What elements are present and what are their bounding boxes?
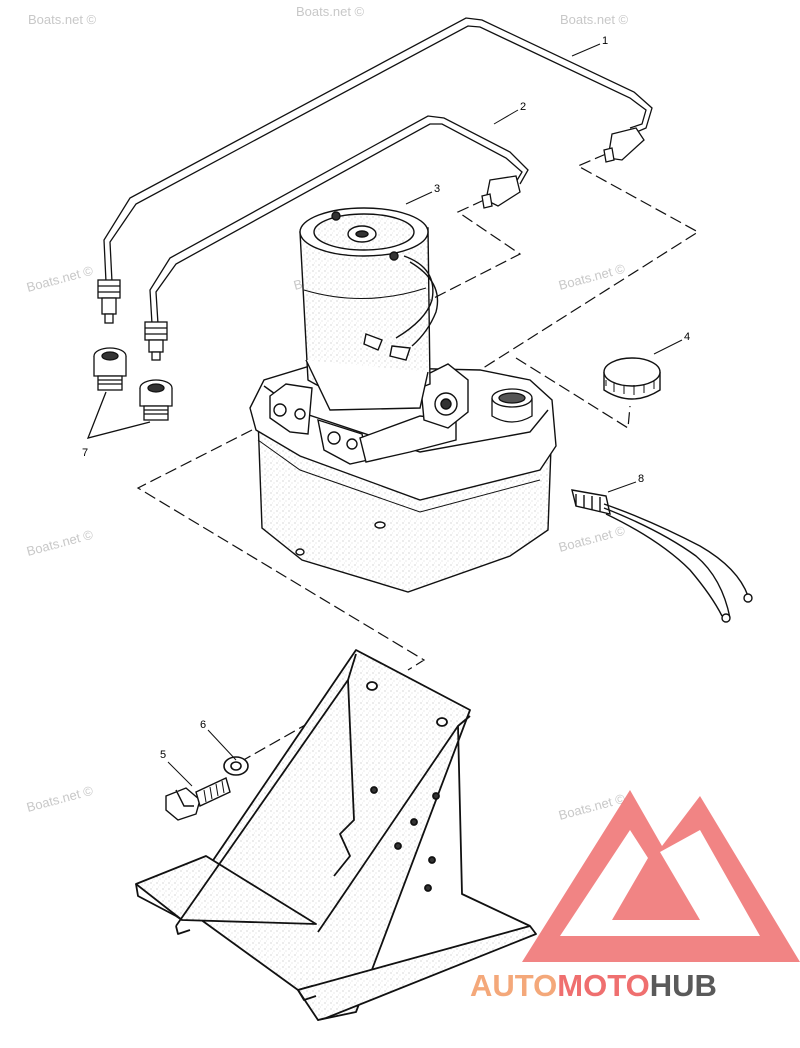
watermark-7: Boats.net © [25, 527, 95, 559]
motor-leads [363, 255, 439, 361]
hex-bolt [165, 777, 231, 821]
pump-motor [299, 207, 431, 411]
watermark-4: Boats.net © [25, 263, 95, 295]
logo-wordmark: AUTOMOTOHUB [470, 968, 717, 1003]
logo-text-moto: MOTO [557, 968, 649, 1003]
automotohub-logo: AUTOMOTOHUB [470, 790, 800, 1003]
watermark-6: Boats.net © [557, 261, 627, 293]
filler-neck [491, 388, 533, 423]
callout-labels: 1 2 3 4 5 6 7 8 [82, 35, 690, 761]
lock-washer [223, 756, 249, 776]
watermark-8: Boats.net © [557, 523, 627, 555]
callout-4: 4 [684, 331, 690, 343]
line-2-fitting-right [481, 175, 521, 209]
watermark-1: Boats.net © [28, 12, 97, 27]
watermark-3: Boats.net © [560, 12, 629, 27]
callout-1: 1 [602, 35, 608, 47]
adapter-fitting-upper [93, 347, 127, 391]
sending-unit [571, 489, 753, 623]
line-1-fitting-left [97, 279, 121, 324]
adapter-fitting-lower [139, 379, 173, 421]
callout-leaders [167, 43, 683, 787]
watermark-2: Boats.net © [296, 4, 365, 19]
logo-mark [522, 790, 800, 962]
watermark-9: Boats.net © [25, 783, 95, 815]
callout-2: 2 [520, 101, 526, 113]
callout-8: 8 [638, 473, 644, 485]
logo-text-auto: AUTO [470, 968, 557, 1003]
callout-3: 3 [434, 183, 440, 195]
logo-text-hub: HUB [650, 968, 717, 1003]
pump-manifold [269, 363, 469, 465]
line-2-fitting-left [144, 321, 168, 361]
reservoir-cap [603, 357, 661, 400]
callout-7: 7 [82, 447, 88, 459]
line-1-fitting-right [603, 127, 645, 163]
callout-6: 6 [200, 719, 206, 731]
adapter-fittings [86, 347, 173, 439]
callout-5: 5 [160, 749, 166, 761]
hydraulic-line-2 [144, 115, 529, 361]
mounting-bracket [135, 649, 537, 1021]
hydraulic-line-1 [97, 17, 653, 324]
